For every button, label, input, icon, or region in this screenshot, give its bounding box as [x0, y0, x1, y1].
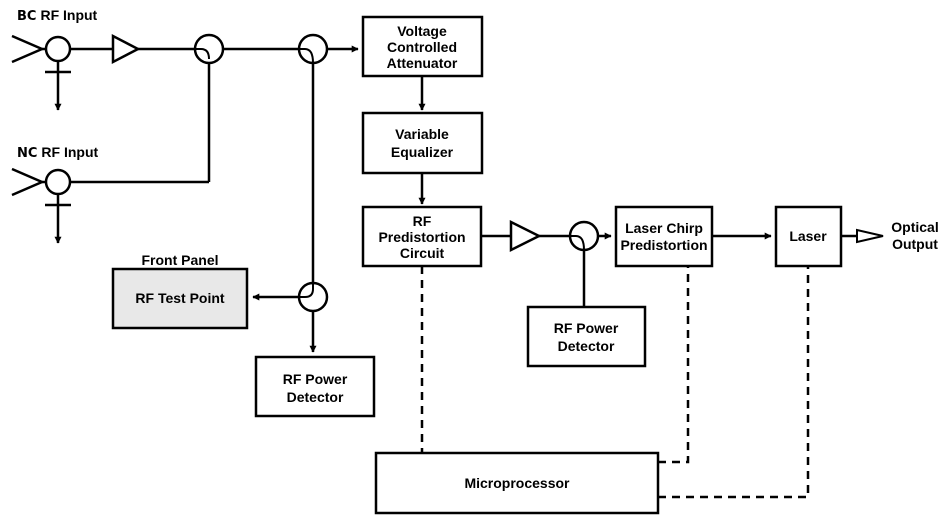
power-detector-right-block	[526, 305, 647, 368]
bc-input-connector-icon	[11, 34, 46, 64]
output-coupler-icon	[568, 220, 600, 252]
microprocessor-label: Microprocessor	[464, 475, 570, 491]
power-detector-right-line2: Detector	[558, 338, 615, 354]
chirp-label-line2: Predistortion	[620, 237, 707, 253]
predistortion-label-line3: Circuit	[400, 245, 445, 261]
equalizer-label-line1: Variable	[395, 126, 449, 142]
optical-output-label-line2: Output	[892, 236, 938, 252]
vca-label-line1: Voltage	[397, 23, 447, 39]
vca-label-line2: Controlled	[387, 39, 457, 55]
nc-input-coupler-icon	[44, 168, 72, 196]
laser-label: Laser	[789, 228, 827, 244]
bc-input-label: BC RF Input	[17, 7, 98, 24]
bc-prefix: BC	[17, 9, 36, 24]
power-detector-left-line2: Detector	[287, 389, 344, 405]
power-detector-left-line1: RF Power	[283, 371, 348, 387]
rf-test-point-label: RF Test Point	[135, 290, 225, 306]
tap-coupler-icon	[297, 33, 329, 65]
test-point-coupler-icon	[297, 281, 329, 313]
nc-input-connector-icon	[11, 167, 46, 197]
bc-input-text: RF Input	[40, 7, 97, 23]
combiner-coupler-icon	[193, 33, 225, 65]
chirp-label-line1: Laser Chirp	[625, 220, 703, 236]
power-detector-left-block	[254, 355, 376, 418]
bc-input-coupler-icon	[44, 35, 72, 63]
microprocessor-block	[374, 451, 660, 515]
vca-block	[361, 15, 484, 78]
control-line-chirp	[658, 266, 690, 464]
front-panel-label: Front Panel	[141, 252, 218, 268]
optical-output-label-line1: Optical	[891, 219, 938, 235]
optical-output-arrow-icon	[856, 228, 884, 244]
control-line-laser	[658, 266, 810, 499]
chirp-predistortion-block	[614, 205, 714, 268]
amplifier-icon	[111, 33, 141, 65]
nc-input-label: NC RF Input	[17, 144, 99, 161]
amplifier-icon	[509, 219, 542, 253]
rf-test-point-block	[111, 267, 249, 330]
predistortion-label-line1: RF	[413, 213, 432, 229]
nc-prefix: NC	[17, 146, 37, 161]
equalizer-block	[361, 111, 484, 175]
equalizer-label-line2: Equalizer	[391, 144, 454, 160]
power-detector-right-line1: RF Power	[554, 320, 619, 336]
vca-label-line3: Attenuator	[387, 55, 458, 71]
nc-input-text: RF Input	[41, 144, 98, 160]
predistortion-label-line2: Predistortion	[378, 229, 465, 245]
laser-block	[774, 205, 843, 268]
predistortion-block	[361, 205, 483, 268]
